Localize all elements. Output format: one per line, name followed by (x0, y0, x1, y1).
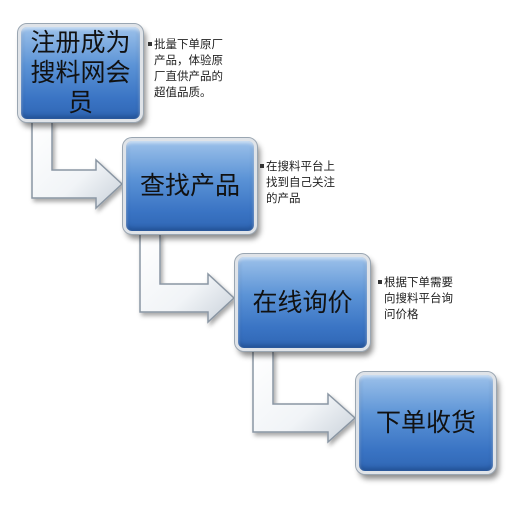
note-register: 批量下单原厂 产品，体验原 厂直供产品的 超值品质。 (154, 37, 223, 99)
bullet-icon (378, 280, 382, 284)
bullet-icon (148, 42, 152, 46)
step-label: 查找产品 (139, 171, 240, 200)
step-label: 注册成为 搜料网会员 (30, 28, 131, 117)
bullet-icon (260, 164, 264, 168)
step-label: 下单收货 (375, 408, 476, 437)
step-label: 在线询价 (252, 287, 353, 317)
note-find-product: 在搜料平台上 找到自己关注 的产品 (266, 159, 335, 205)
step-online-inquiry: 在线询价 (234, 253, 371, 352)
step-order-receive: 下单收货 (355, 371, 497, 475)
connector-arrow-2 (139, 233, 236, 324)
connector-arrow-3 (252, 350, 357, 444)
step-register: 注册成为 搜料网会员 (17, 23, 144, 123)
note-online-inquiry: 根据下单需要 向搜料平台询 问价格 (384, 275, 453, 321)
step-find-product: 查找产品 (122, 137, 258, 235)
connector-arrow-1 (31, 121, 124, 210)
